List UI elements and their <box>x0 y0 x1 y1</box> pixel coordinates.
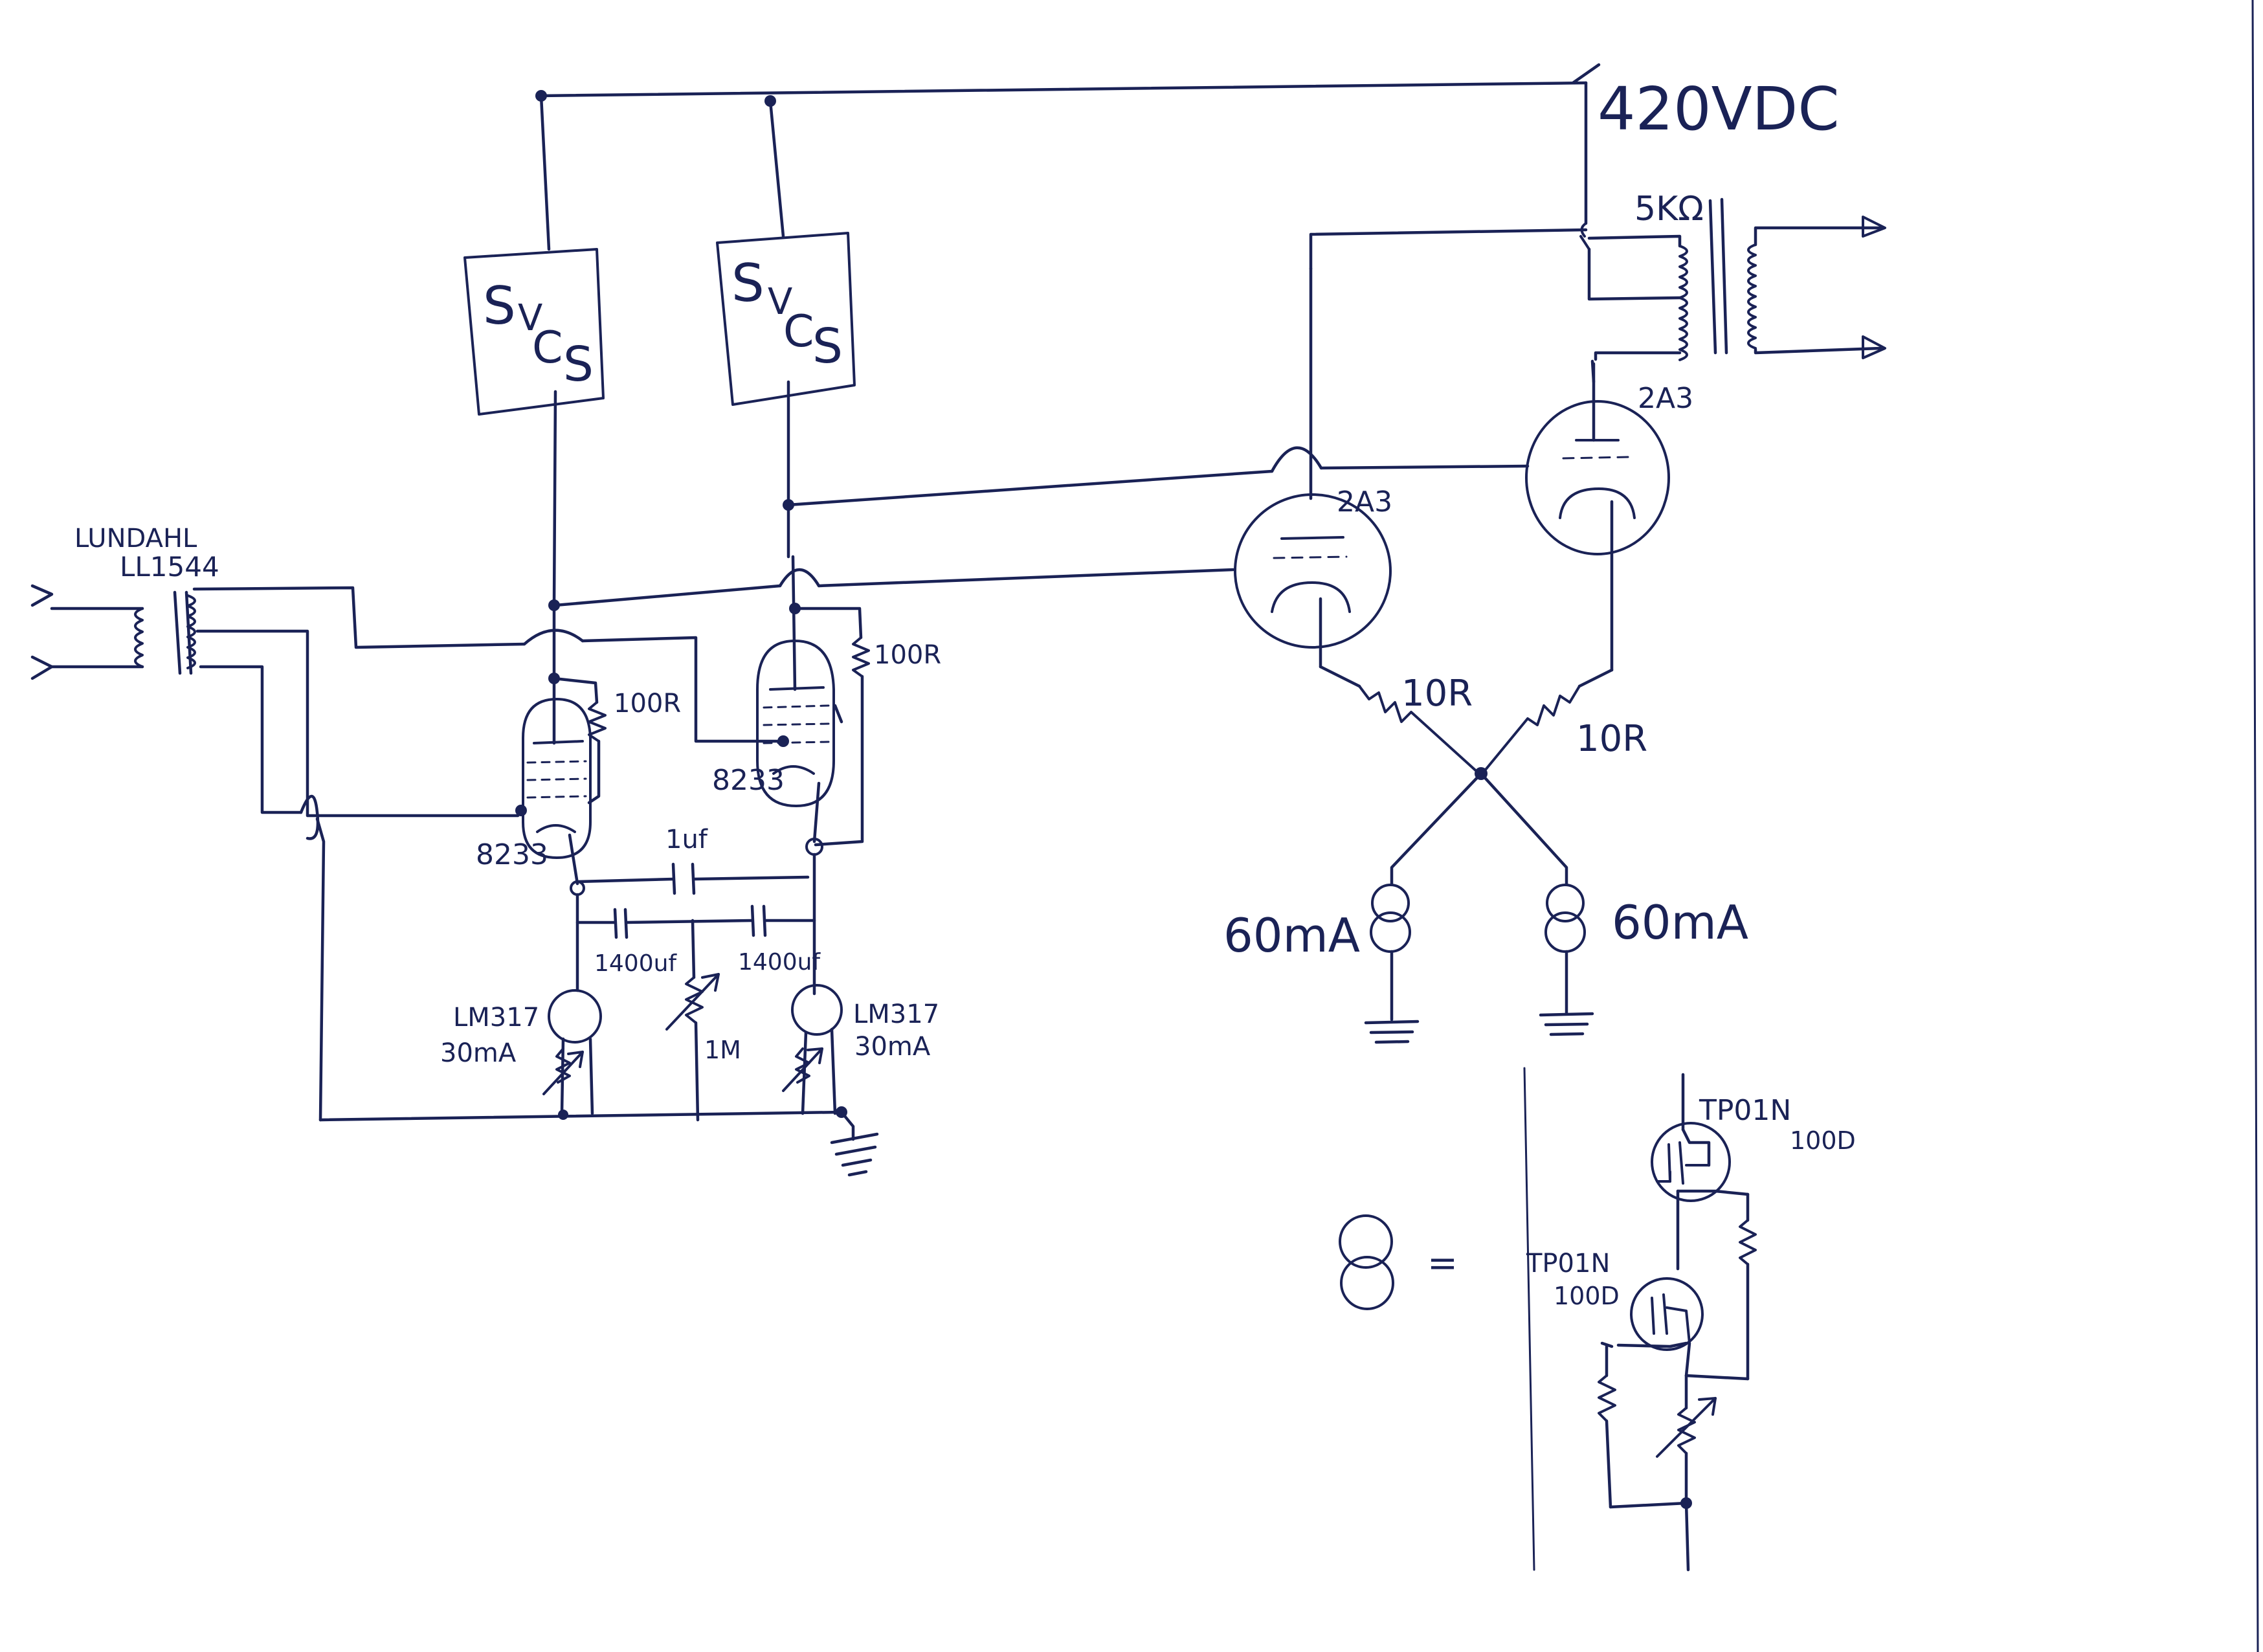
input-transformer-brand: LUNDAHL <box>74 524 197 553</box>
tube-2a3-left-label: 2A3 <box>1337 486 1392 519</box>
ccs-lm317-right <box>782 984 843 1115</box>
mosfet-bottom-voltage-label: 100D <box>1554 1282 1620 1310</box>
equals-label: = <box>1427 1242 1458 1284</box>
ccs-right-current-label: 30mA <box>854 1032 931 1062</box>
cap-1400uf-left <box>575 893 816 992</box>
res-stopper-right-label: 100R <box>874 640 941 670</box>
ccs-right-model-label: LM317 <box>853 999 939 1029</box>
cathode-resistor-right <box>1481 685 1581 775</box>
output-transformer <box>1309 197 1886 384</box>
ccs-wire-right <box>1479 772 1568 886</box>
pot-center-label: 1M <box>704 1036 741 1064</box>
svc-right-letter-s2: S <box>812 318 843 374</box>
cap-right-label: 1400uf <box>738 949 821 976</box>
mosfet-top-model-label: TP01N <box>1699 1094 1791 1127</box>
mosfet-cascode-detail <box>1598 1073 1757 1572</box>
ccs-60ma-left-label: 60mA <box>1223 908 1360 963</box>
mosfet-bottom-model-label: TP01N <box>1526 1249 1610 1278</box>
svc-left-letter-s2: S <box>563 337 594 392</box>
grid-wire-left <box>548 568 1235 611</box>
res-stopper-left-label: 100R <box>614 689 681 719</box>
input-transformer <box>30 584 779 1122</box>
svc-right-letter-v: V <box>768 281 792 323</box>
svc-left-letter-c: C <box>532 322 563 374</box>
ground-bus <box>318 1106 879 1177</box>
svc-left-box <box>463 94 605 607</box>
res-cathode-right-label: 10R <box>1576 718 1647 760</box>
tube-2a3-left <box>1234 267 1392 688</box>
tube-8233-left-label: 8233 <box>476 838 548 871</box>
ccs-wire-left <box>1390 772 1483 886</box>
detail-divider <box>1523 1067 1535 1571</box>
mosfet-top-voltage-label: 100D <box>1790 1126 1856 1155</box>
tube-2a3-right-label: 2A3 <box>1638 382 1693 415</box>
svc-right-letter-s: S <box>731 253 764 313</box>
supply-rail <box>535 63 1601 225</box>
svc-left-letter-s: S <box>483 276 516 336</box>
cap-left-label: 1400uf <box>594 950 677 977</box>
supply-voltage-label: 420VDC <box>1598 74 1840 144</box>
res-cathode-left-label: 10R <box>1401 673 1473 715</box>
pot-1m <box>665 919 720 1122</box>
cap-1uf <box>570 838 823 996</box>
ccs-lm317-left <box>542 989 602 1120</box>
svc-right-box <box>716 99 856 559</box>
paper-edge <box>2251 0 2259 1652</box>
tube-8233-right <box>756 555 870 847</box>
ot-impedance-label: 5KΩ <box>1634 190 1704 229</box>
grid-wire-right <box>783 446 1530 511</box>
svc-left-letter-v: V <box>518 297 542 339</box>
ccs-left-model-label: LM317 <box>453 1003 539 1032</box>
ccs-symbol-legend <box>1339 1214 1394 1310</box>
cathode-resistor-left <box>1358 685 1480 775</box>
input-transformer-model: LL1544 <box>120 551 219 583</box>
ccs-60ma-right-label: 60mA <box>1612 895 1748 950</box>
tube-8233-right-label: 8233 <box>712 764 785 797</box>
cap-coupling-label: 1uf <box>665 825 708 854</box>
tube-8233-left <box>515 603 607 886</box>
ccs-60ma-right <box>1539 884 1594 1036</box>
tube-2a3-right <box>1525 362 1670 688</box>
svc-right-letter-c: C <box>783 306 814 357</box>
ccs-left-current-label: 30mA <box>440 1038 517 1068</box>
ccs-60ma-left <box>1364 884 1420 1044</box>
